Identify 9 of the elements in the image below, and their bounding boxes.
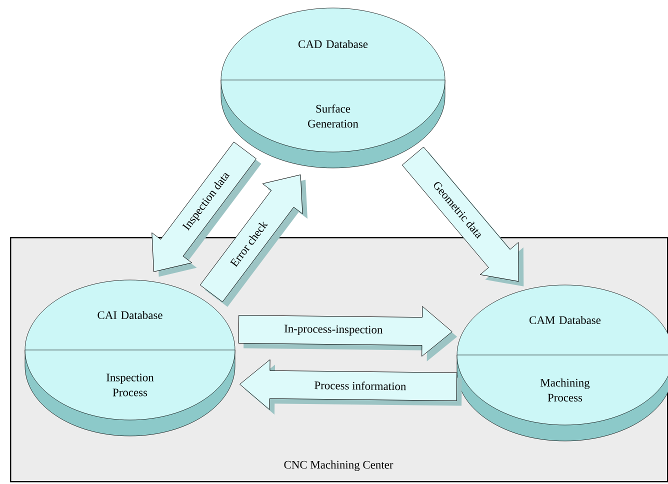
block-arrow	[238, 306, 458, 362]
database-disk: CAM Database Machining Process	[456, 284, 668, 442]
database-disk: CAI Database Inspection Process	[24, 280, 236, 436]
block-arrow	[402, 146, 524, 286]
database-disk: CAD Database Surface Generation	[220, 8, 446, 168]
block-arrow	[200, 174, 308, 307]
edge-label: In-process-inspection	[284, 324, 382, 336]
block-arrow	[240, 359, 462, 415]
edge-label: Process information	[314, 382, 406, 390]
